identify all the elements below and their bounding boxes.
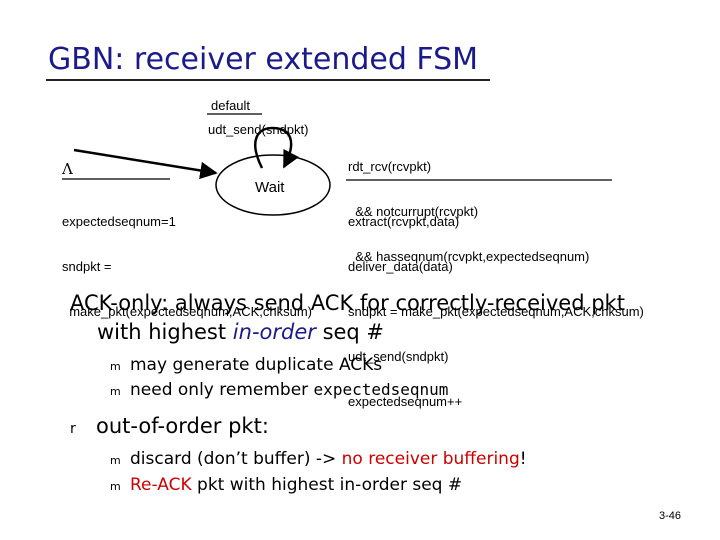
init-action-line: expectedseqnum=1 [62,214,176,229]
rcv-actions: extract(rcvpkt,data) deliver_data(data) … [348,184,644,424]
lambda-label: Λ [62,160,73,178]
bullet-icon: m [110,480,121,493]
sub-bullet-text: may generate duplicate ACKs [130,355,383,375]
rcv-action-line: sndpkt = make_pkt(expectedseqnum,ACK,chk… [348,304,644,319]
sub-bullet-text: ! [519,449,527,469]
bullet-icon: m [110,454,121,467]
sub-bullet-1: m may generate duplicate ACKs [110,355,382,375]
sub-bullet-4: m Re-ACK pkt with highest in-order seq # [110,475,462,495]
bullet-icon: m [110,360,121,373]
sub-bullet-text: need only remember [130,380,314,400]
ack-only-text: with highest [97,320,233,344]
initial-transition-arrow [73,148,218,180]
wait-state [215,154,331,216]
sub-bullet-text: discard (don’t buffer) -> [130,449,342,469]
rcv-event: rdt_rcv(rcvpkt) && notcurrupt(rcvpkt) &&… [348,129,589,279]
rcv-action-line: udt_send(sndpkt) [348,349,449,364]
slide-title: GBN: receiver extended FSM [48,42,479,77]
sub-bullet-2: m need only remember expectedseqnum [110,380,448,400]
rcv-event-line: && notcurrupt(rcvpkt) [348,204,479,219]
ack-only-line1: ACK-only: always send ACK for correctly-… [70,291,625,315]
bullet-icon: m [110,385,121,398]
ooo-bullet: r out-of-order pkt: [70,414,269,438]
init-action-line: make_pkt(expectedseqnum,ACK,chksum) [62,304,312,319]
init-actions: expectedseqnum=1 sndpkt = make_pkt(expec… [62,184,312,334]
rcv-action-line: deliver_data(data) [348,259,453,274]
self-loop-arrow [254,126,300,169]
default-event-label: default [211,98,251,113]
re-ack-emphasis: Re-ACK [130,475,192,495]
page-number: 3-46 [659,510,682,522]
rcv-action-line: extract(rcvpkt,data) [348,214,460,229]
ack-only-line2: with highest in-order seq # [97,320,384,344]
rcv-event-line: rdt_rcv(rcvpkt) [348,159,432,174]
in-order-emphasis: in-order [232,320,316,344]
rcv-action-line: expectedseqnum++ [348,394,463,409]
default-action-label: udt_send(sndpkt) [208,122,309,137]
bullet-icon: r [70,421,76,437]
title-underline [46,79,490,81]
no-buffering-emphasis: no receiver buffering [341,449,520,469]
sub-bullet-3: m discard (don’t buffer) -> no receiver b… [110,449,527,469]
sub-bullet-text: pkt with highest in-order seq # [191,475,463,495]
code-expectedseqnum: expectedseqnum [313,380,449,399]
init-action-line: sndpkt = [62,259,112,274]
ack-only-text: seq # [315,320,385,344]
state-wait-label: Wait [255,179,285,196]
rcv-event-line: && hasseqnum(rcvpkt,expectedseqnum) [348,249,590,264]
ooo-text: out-of-order pkt: [96,414,269,438]
